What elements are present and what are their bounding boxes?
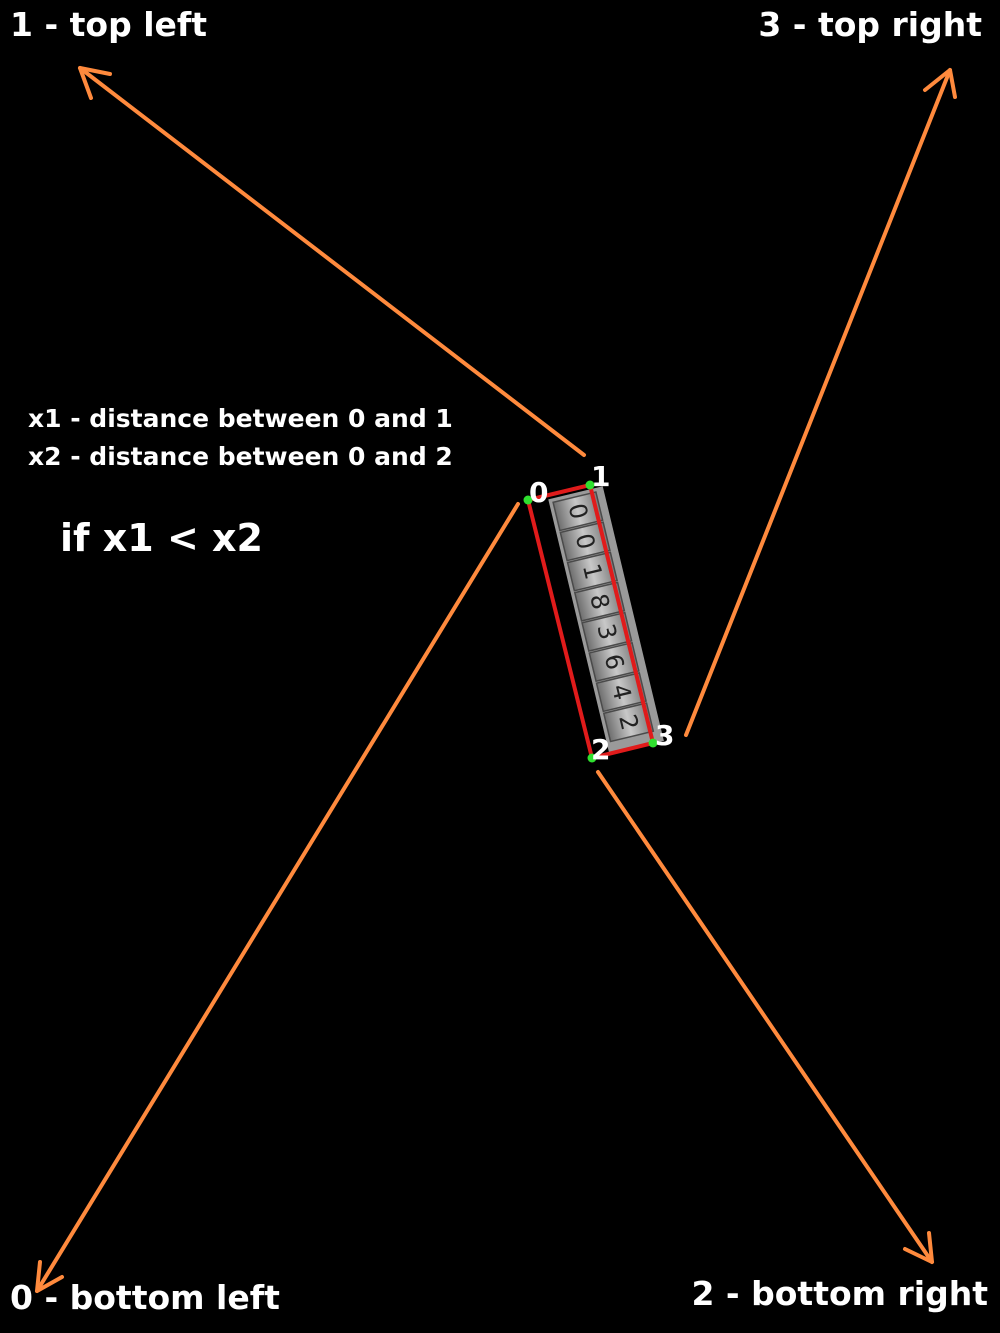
digit-tile (566, 551, 619, 592)
bottom-left-corner-label: 0 - bottom left (10, 1278, 280, 1317)
digit-tile (573, 581, 626, 622)
digit-glyph: 3 (591, 621, 622, 642)
corner-point-3 (648, 738, 658, 748)
arrow-to-bottom-right (596, 770, 934, 1264)
digit-glyph: 2 (613, 712, 644, 733)
x1-definition: x1 - distance between 0 and 1 (28, 404, 453, 433)
digit-glyph: 4 (606, 681, 637, 702)
corner-point-2 (587, 753, 597, 763)
top-left-corner-label: 1 - top left (10, 5, 208, 44)
arrow-to-bottom-left (35, 502, 520, 1293)
corner-point-1 (585, 480, 595, 490)
digit-tile (559, 521, 611, 562)
digit-glyph: 8 (584, 591, 615, 612)
digit-tile (588, 641, 640, 683)
digit-tile (602, 702, 655, 743)
point-label-0: 0 (529, 476, 548, 509)
bottom-right-corner-label: 2 - bottom right (691, 1274, 988, 1313)
digit-tile (595, 671, 647, 713)
point-label-3: 3 (655, 719, 674, 752)
x2-definition: x2 - distance between 0 and 2 (28, 442, 453, 471)
digit-tile (552, 491, 604, 532)
top-right-corner-label: 3 - top right (758, 5, 982, 44)
digit-glyph: 0 (570, 531, 601, 552)
arrow-to-top-left (78, 66, 586, 457)
arrow-to-top-right (684, 68, 957, 737)
digit-strip: 0 0 1 8 3 6 4 2 (548, 486, 664, 755)
digit-glyph: 0 (562, 501, 593, 522)
corner-point-0 (523, 495, 533, 505)
point-label-2: 2 (591, 733, 610, 766)
point-label-1: 1 (591, 460, 610, 493)
digit-glyph: 1 (577, 561, 608, 582)
digit-glyph: 6 (599, 651, 630, 672)
condition-text: if x1 < x2 (60, 516, 263, 560)
digit-tile (581, 611, 633, 652)
